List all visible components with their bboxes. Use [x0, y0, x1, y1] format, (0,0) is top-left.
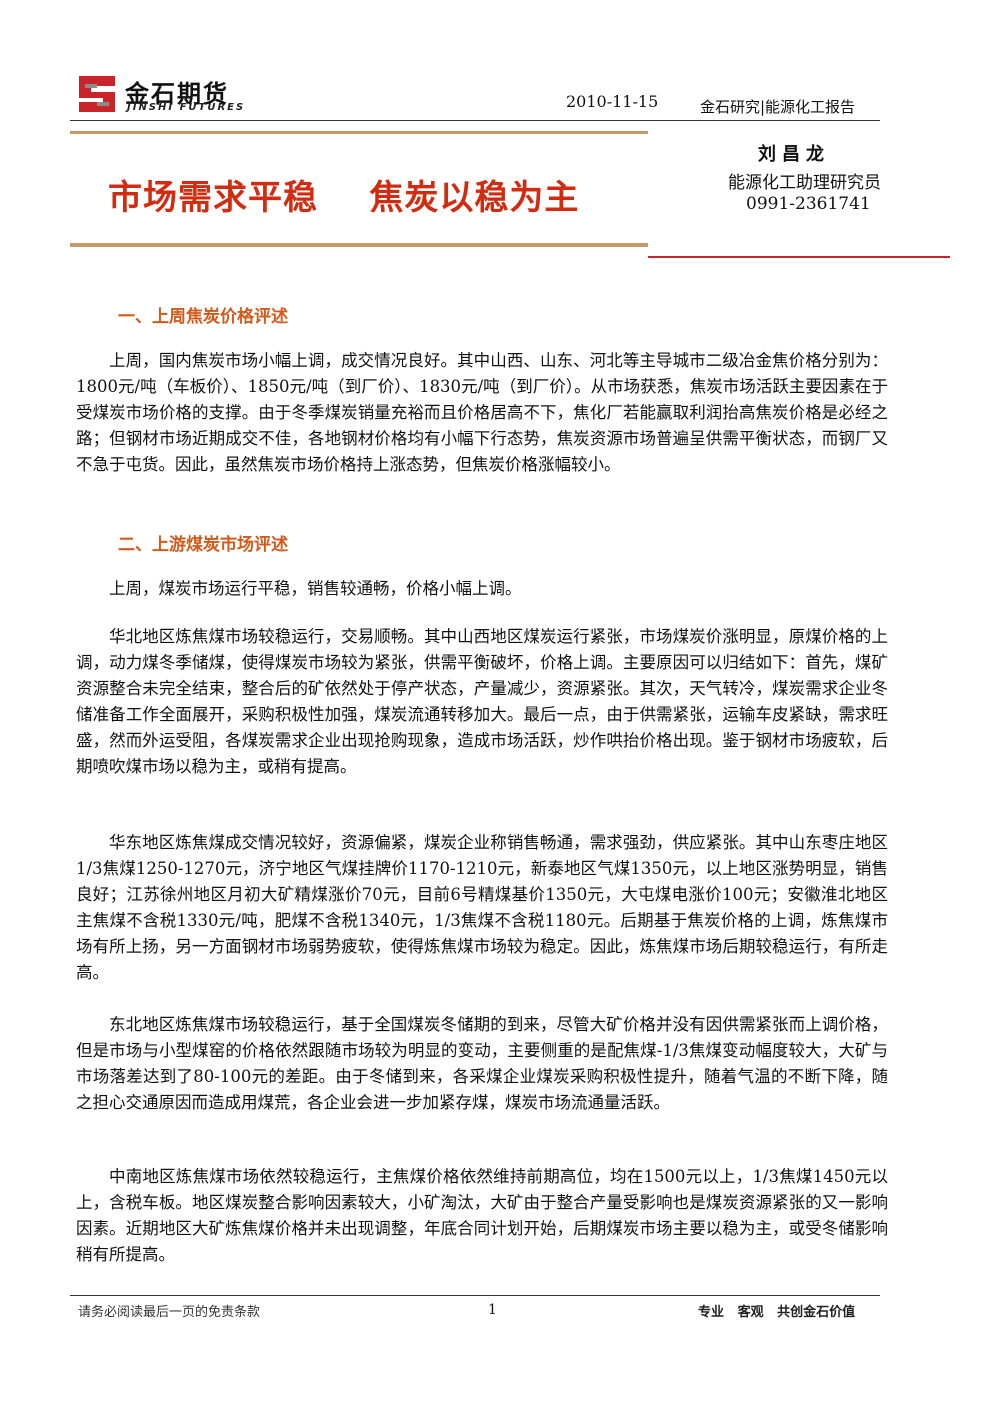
header-rule: [70, 120, 880, 121]
logo-en-text: JINSHI FUTURES: [127, 102, 246, 113]
paragraph: 上周，煤炭市场运行平稳，销售较通畅，价格小幅上调。: [109, 579, 522, 598]
report-title: 市场需求平稳 焦炭以稳为主: [108, 178, 580, 218]
jinshi-logo-icon: [75, 72, 119, 116]
author-title: 能源化工助理研究员: [728, 173, 881, 193]
section-heading: 二、上游煤炭市场评述: [118, 535, 288, 555]
author-phone: 0991-2361741: [746, 194, 871, 214]
footer-slogan: 专业 客观 共创金石价值: [698, 1305, 856, 1320]
company-logo: 金石期货 JINSHI FUTURES: [75, 72, 255, 116]
title-rule-bottom: [70, 243, 648, 247]
title-rule-top: [70, 131, 648, 134]
paragraph: 中南地区炼焦煤市场依然较稳运行，主焦煤价格依然维持前期高位，均在1500元以上，…: [76, 1167, 888, 1264]
author-name: 刘昌龙: [758, 144, 830, 165]
report-department: 金石研究|能源化工报告: [700, 98, 856, 116]
page-number: 1: [488, 1302, 497, 1318]
section-heading: 一、上周焦炭价格评述: [118, 307, 288, 327]
report-date: 2010-11-15: [566, 92, 659, 111]
logo-cn-text: 金石期货: [125, 80, 229, 108]
footer-rule: [70, 1295, 880, 1296]
paragraph: 华东地区炼焦煤成交情况较好，资源偏紧，煤炭企业称销售畅通，需求强劲，供应紧张。其…: [76, 833, 888, 982]
paragraph: 华北地区炼焦煤市场较稳运行，交易顺畅。其中山西地区煤炭运行紧张，市场煤炭价涨明显…: [76, 627, 888, 776]
paragraph: 东北地区炼焦煤市场较稳运行，基于全国煤炭冬储期的到来，尽管大矿价格并没有因供需紧…: [76, 1015, 888, 1112]
author-rule: [648, 256, 950, 258]
paragraph: 上周，国内焦炭市场小幅上调，成交情况良好。其中山西、山东、河北等主导城市二级冶金…: [76, 351, 888, 474]
footer-disclaimer: 请务必阅读最后一页的免责条款: [78, 1305, 261, 1320]
